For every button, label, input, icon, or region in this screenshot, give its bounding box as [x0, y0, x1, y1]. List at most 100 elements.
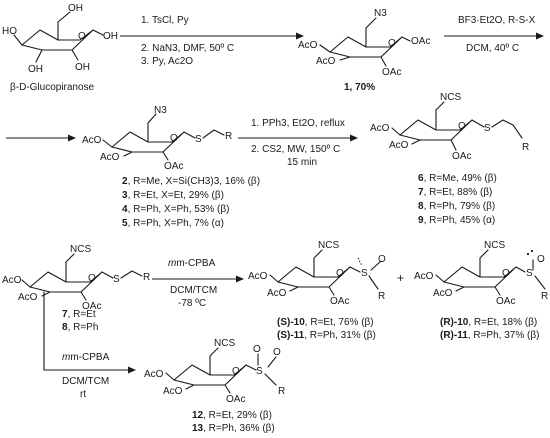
atom-aco: AcO: [433, 288, 453, 299]
step4-reagent-3: -78 ºC: [178, 298, 206, 309]
step3-reagent-3: 15 min: [287, 157, 317, 168]
compound-6-9-structure: NCS O S R OAc AcO AcO: [370, 92, 529, 162]
compound-1-structure: N3 O OAc OAc AcO AcO: [298, 8, 430, 78]
compound-s-sulfoxide-structure: NCS O S O R OAc AcO AcO: [248, 240, 386, 307]
atom-oac: OAc: [452, 151, 471, 162]
atom-o: O: [537, 254, 545, 265]
compound-12-13-structure: NCS O S O O R OAc AcO AcO: [144, 338, 285, 405]
atom-oac: OAc: [226, 394, 245, 405]
atom-o: O: [232, 366, 240, 377]
compound-r11-entry: (R)-11, R=Ph, 37% (β): [440, 330, 539, 341]
atom-aco: AcO: [267, 288, 287, 299]
atom-oh: OH: [28, 64, 43, 75]
compound-13-entry: 13, R=Ph, 36% (β): [192, 423, 275, 434]
step2-reagent-1: BF3·Et2O, R-S-X: [458, 15, 536, 26]
arrow-step5: [44, 366, 136, 374]
arrow-continuation: [6, 134, 76, 142]
arrow-step3: [238, 134, 358, 142]
atom-aco: AcO: [248, 271, 268, 282]
arrow-step4: [152, 275, 244, 283]
atom-s: S: [195, 134, 202, 145]
step4-reagent-2: DCM/TCM: [170, 285, 217, 296]
step1-reagent-2: 2. NaN3, DMF, 50º C: [141, 43, 234, 54]
compound-r10-entry: (R)-10, R=Et, 18% (β): [440, 317, 537, 328]
atom-aco: AcO: [163, 386, 183, 397]
atom-s: S: [113, 274, 120, 285]
atom-aco: AcO: [370, 123, 390, 134]
atom-s: S: [526, 268, 533, 279]
atom-ncs: NCS: [440, 92, 461, 103]
atom-oac: OAc: [496, 296, 515, 307]
atom-aco: AcO: [389, 140, 409, 151]
compound-6-entry: 6, R=Me, 49% (β): [418, 173, 497, 184]
atom-r: R: [225, 131, 232, 142]
atom-s: S: [256, 366, 263, 377]
atom-ncs: NCS: [70, 244, 91, 255]
atom-oh: OH: [68, 3, 83, 14]
atom-o: O: [253, 344, 261, 355]
step4-reagent-1: mm-CPBA: [168, 258, 216, 269]
atom-o: O: [273, 347, 281, 358]
atom-r: R: [522, 142, 529, 153]
atom-oh: OH: [103, 31, 118, 42]
compound-8-entry: 8, R=Ph, 79% (β): [418, 201, 495, 212]
atom-o: O: [458, 121, 466, 132]
compound-3-entry: 3, R=Et, X=Et, 29% (β): [122, 190, 224, 201]
compound-2-entry: 2, R=Me, X=Si(CH3)3, 16% (β): [122, 176, 260, 187]
atom-ncs: NCS: [214, 338, 235, 349]
atom-o: O: [170, 133, 178, 144]
atom-aco: AcO: [298, 40, 318, 51]
atom-o: O: [78, 31, 86, 42]
compound-12-entry: 12, R=Et, 29% (β): [192, 410, 272, 421]
start-material-name: β-D-Glucopiranose: [10, 82, 95, 93]
atom-n3: N3: [374, 8, 387, 19]
atom-aco: AcO: [100, 152, 120, 163]
atom-s: S: [484, 123, 491, 134]
atom-oac: OAc: [330, 296, 349, 307]
compound-s10-entry: (S)-10, R=Et, 76% (β): [277, 317, 374, 328]
atom-r: R: [378, 291, 385, 302]
atom-r: R: [143, 272, 150, 283]
step3-reagent-1: 1. PPh3, Et2O, reflux: [251, 118, 345, 129]
step2-reagent-2: DCM, 40º C: [466, 43, 519, 54]
atom-oac: OAc: [411, 36, 430, 47]
atom-o: O: [88, 273, 96, 284]
plus-sign: +: [397, 271, 404, 285]
atom-ncs: NCS: [318, 240, 339, 251]
atom-r: R: [541, 291, 548, 302]
atom-oac: OAc: [82, 301, 101, 312]
arrow-step1: [120, 32, 304, 40]
atom-aco: AcO: [2, 275, 22, 286]
step1-reagent-1: 1. TsCl, Py: [141, 15, 189, 26]
compound-7-8-structure: NCS O S R OAc AcO AcO: [2, 244, 150, 371]
step5-reagent-2: DCM/TCM: [62, 376, 109, 387]
step1-reagent-3: 3. Py, Ac2O: [141, 56, 193, 67]
atom-oac: OAc: [164, 161, 183, 172]
glucopyranose-structure: OH O OH OH OH HO: [2, 3, 118, 75]
step3-reagent-2: 2. CS2, MW, 150º C: [251, 144, 340, 155]
compound-2-5-structure: N3 O S R OAc AcO AcO: [82, 105, 232, 172]
atom-oac: OAc: [382, 67, 401, 78]
atom-s: S: [361, 268, 368, 279]
compound-7-entry: 7, R=Et, 88% (β): [418, 187, 492, 198]
atom-o: O: [388, 38, 396, 49]
atom-ncs: NCS: [484, 240, 505, 251]
atom-n3: N3: [154, 105, 167, 116]
compound-s11-entry: (S)-11, R=Ph, 31% (β): [277, 330, 376, 341]
atom-aco: AcO: [144, 369, 164, 380]
compound-1-label: 1, 70%: [344, 82, 375, 93]
atom-oh: OH: [75, 62, 90, 73]
step5-reagent-1: mm-CPBA: [62, 352, 110, 363]
compound-r-sulfoxide-structure: NCS O S O R OAc AcO AcO: [414, 240, 548, 307]
atom-o: O: [336, 268, 344, 279]
atom-aco: AcO: [82, 135, 102, 146]
compound-5-entry: 5, R=Ph, X=Ph, 7% (α): [122, 218, 224, 229]
compound-7-entry-row3: 7, R=Et: [62, 309, 96, 320]
atom-o: O: [378, 254, 386, 265]
atom-r: R: [278, 386, 285, 397]
atom-ho: HO: [2, 26, 17, 37]
compound-9-entry: 9, R=Ph, 45% (α): [418, 215, 495, 226]
compound-4-entry: 4, R=Ph, X=Ph, 53% (β): [122, 204, 229, 215]
